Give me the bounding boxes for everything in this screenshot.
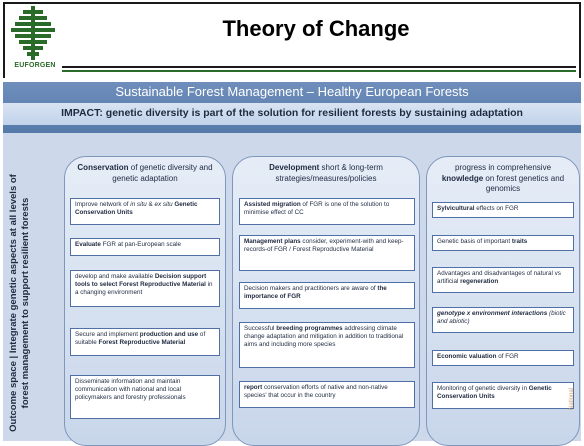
outcome-box: Secure and implement production and use … [70, 328, 220, 356]
outcome-box: Sylvicultural effects on FGR [432, 202, 574, 218]
page-title: Theory of Change [222, 16, 410, 41]
outcome-box: Genetic basis of important traits [432, 235, 574, 251]
outcome-space-label: Outcome space | Integrate genetic aspect… [6, 168, 62, 438]
banner-title: Sustainable Forest Management – Healthy … [115, 84, 469, 99]
impact-statement: IMPACT: genetic diversity is part of the… [61, 107, 523, 119]
outcome-box: Evaluate FGR at pan-European scale [70, 238, 220, 256]
outcome-box: Advantages and disadvantages of natural … [432, 267, 574, 293]
euforgen-logo-icon [11, 6, 55, 60]
outcome-box: Improve network of in situ & ex situ Gen… [70, 198, 220, 225]
frame-left-border [3, 2, 5, 78]
outcome-box: Successful breeding programmes addressin… [239, 322, 415, 368]
impact-bar [3, 103, 581, 125]
logo-text: EUFORGEN [14, 62, 56, 69]
frame-top-border [3, 2, 581, 4]
outcome-box: Decision makers and practitioners are aw… [239, 282, 415, 309]
column-header: Development short & long-term strategies… [269, 163, 383, 183]
header-divider-green [62, 70, 576, 72]
outcome-box: Economic valuation of FGR [432, 350, 574, 366]
outcome-box: Management plans consider, experiment-wi… [239, 235, 415, 271]
outcome-space-text: Outcome space | Integrate genetic aspect… [8, 174, 31, 432]
outcome-box: Monitoring of genetic diversity in Genet… [432, 382, 574, 409]
national-watermark: National [569, 387, 575, 410]
outcome-box: Disseminate information and maintain com… [70, 375, 220, 419]
outcome-box: Assisted migration of FGR is one of the … [239, 198, 415, 225]
header-divider [62, 66, 576, 68]
outcome-box: genotype x environment interactions (bio… [432, 307, 574, 333]
frame-right-border [579, 2, 581, 78]
outcome-box: develop and make available Decision supp… [70, 270, 220, 307]
column-header: Conservation of genetic diversity and ge… [77, 163, 213, 183]
column-header: progress in comprehensive knowledge on f… [441, 163, 565, 193]
outcome-box: report conservation efforts of native an… [239, 381, 415, 408]
